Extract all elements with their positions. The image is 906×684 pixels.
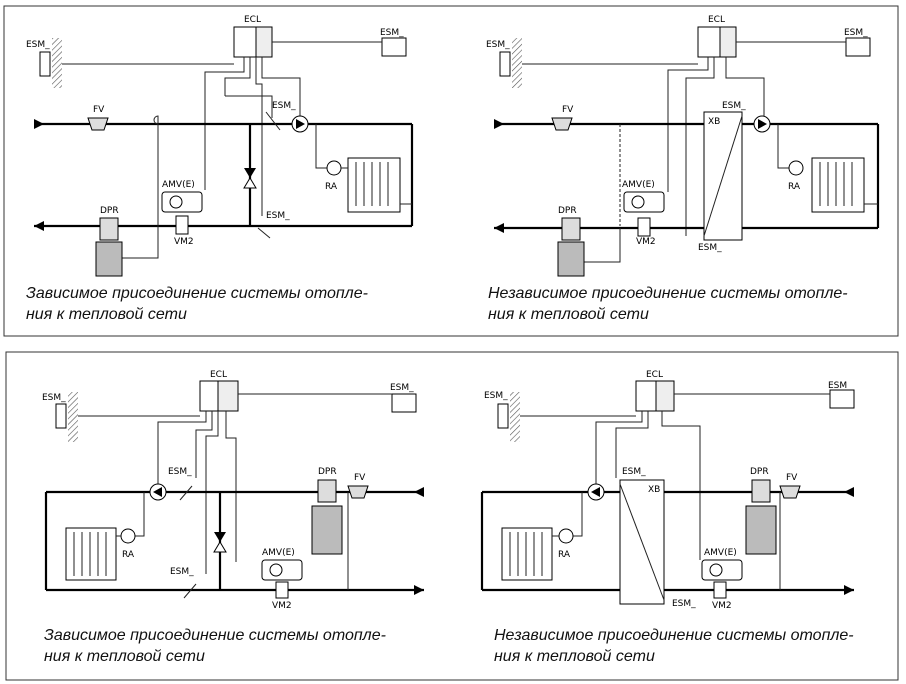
filter <box>347 485 369 499</box>
caption-line1: Зависимое присоединение системы отопле- <box>26 285 368 302</box>
sensor-label: ESM_ <box>722 101 746 111</box>
hx-label: XB <box>708 117 720 127</box>
actuator-label: AMV(E) <box>162 180 195 190</box>
bottom-panel-frame <box>5 351 899 681</box>
ecl-label: ECL <box>708 15 725 25</box>
valve-label: VM2 <box>272 601 292 611</box>
control-valve <box>713 581 727 599</box>
sensor-label: ESM_ <box>380 28 404 38</box>
sensor-label: ESM_ <box>484 391 508 401</box>
ecl-label: ECL <box>646 370 663 380</box>
filter-label: FV <box>93 105 105 115</box>
actuator-label: AMV(E) <box>622 180 655 190</box>
sensor-label: ESM_ <box>26 40 50 50</box>
caption-line1: Независимое присоединение системы отопле… <box>488 285 848 302</box>
ra-label: RA <box>558 550 571 560</box>
filter-label: FV <box>354 473 366 483</box>
filter <box>779 485 801 499</box>
sensor-label: ESM_ <box>844 28 868 38</box>
ra-valve <box>558 528 574 544</box>
dpr-label: DPR <box>318 467 337 477</box>
diagram-bottom-left: ESM_ ESM_ ECL ESM_ ESM_ RA AMV(E) <box>42 370 424 665</box>
diagram-bottom-right: ESM_ ESM_ ECL XB ESM_ ESM_ RA AMV(E) <box>480 370 855 665</box>
filter <box>551 117 573 131</box>
ecl-label: ECL <box>244 15 261 25</box>
dpr-label: DPR <box>558 206 577 216</box>
valve-label: VM2 <box>174 237 194 247</box>
sensor-label: ESM_ <box>486 40 510 50</box>
wall <box>52 38 62 88</box>
room-sensor <box>55 403 67 429</box>
valve-label: VM2 <box>636 237 656 247</box>
ra-label: RA <box>122 550 135 560</box>
sensor-label: ESM_ <box>828 381 852 391</box>
outdoor-sensor <box>391 393 417 413</box>
sensor-label: ESM_ <box>698 243 722 253</box>
caption-line2: ния к тепловой сети <box>494 648 655 665</box>
sensor-label: ESM_ <box>390 383 414 393</box>
diagram-top-right: ESM_ ESM_ ECL FV XB ESM_ ESM_ RA <box>486 15 880 323</box>
sensor-label: ESM_ <box>170 567 194 577</box>
dpr-label: DPR <box>100 206 119 216</box>
caption-line2: ния к тепловой сети <box>488 306 649 323</box>
diagram-top-left: ESM_ ESM_ ECL FV ESM_ <box>26 15 414 323</box>
dp-regulator <box>561 217 581 241</box>
dp-regulator <box>317 479 337 503</box>
caption-line2: ния к тепловой сети <box>26 306 187 323</box>
outdoor-sensor <box>381 37 407 57</box>
room-sensor <box>39 51 51 77</box>
caption-line1: Независимое присоединение системы отопле… <box>494 627 854 644</box>
control-valve <box>637 217 651 237</box>
sensor-label: ESM_ <box>272 101 296 111</box>
outdoor-sensor <box>829 389 855 409</box>
control-valve <box>275 581 289 599</box>
sensor-label: ESM_ <box>266 211 290 221</box>
radiator <box>347 157 401 213</box>
dp-regulator <box>99 217 119 241</box>
sensor-label: ESM_ <box>622 467 646 477</box>
control-valve <box>175 215 189 235</box>
filter-label: FV <box>786 473 798 483</box>
sensor-label: ESM_ <box>42 393 66 403</box>
sensor-label: ESM_ <box>168 467 192 477</box>
caption-line2: ния к тепловой сети <box>44 648 205 665</box>
filter <box>87 117 109 131</box>
valve-label: VM2 <box>712 601 732 611</box>
ra-label: RA <box>325 182 338 192</box>
ra-valve <box>326 160 342 176</box>
ra-valve <box>120 528 136 544</box>
room-sensor <box>497 403 509 429</box>
dp-regulator <box>751 479 771 503</box>
ecl-label: ECL <box>210 370 227 380</box>
outdoor-sensor <box>845 37 871 57</box>
ra-label: RA <box>788 182 801 192</box>
room-sensor <box>499 51 511 77</box>
filter-label: FV <box>562 105 574 115</box>
actuator-label: AMV(E) <box>262 548 295 558</box>
caption-line1: Зависимое присоединение системы отопле- <box>44 627 386 644</box>
hx-label: XB <box>648 485 660 495</box>
dpr-label: DPR <box>750 467 769 477</box>
actuator-label: AMV(E) <box>704 548 737 558</box>
top-panel-frame <box>3 5 899 337</box>
sensor-label: ESM_ <box>672 599 696 609</box>
ra-valve <box>788 160 804 176</box>
radiator <box>811 157 865 213</box>
